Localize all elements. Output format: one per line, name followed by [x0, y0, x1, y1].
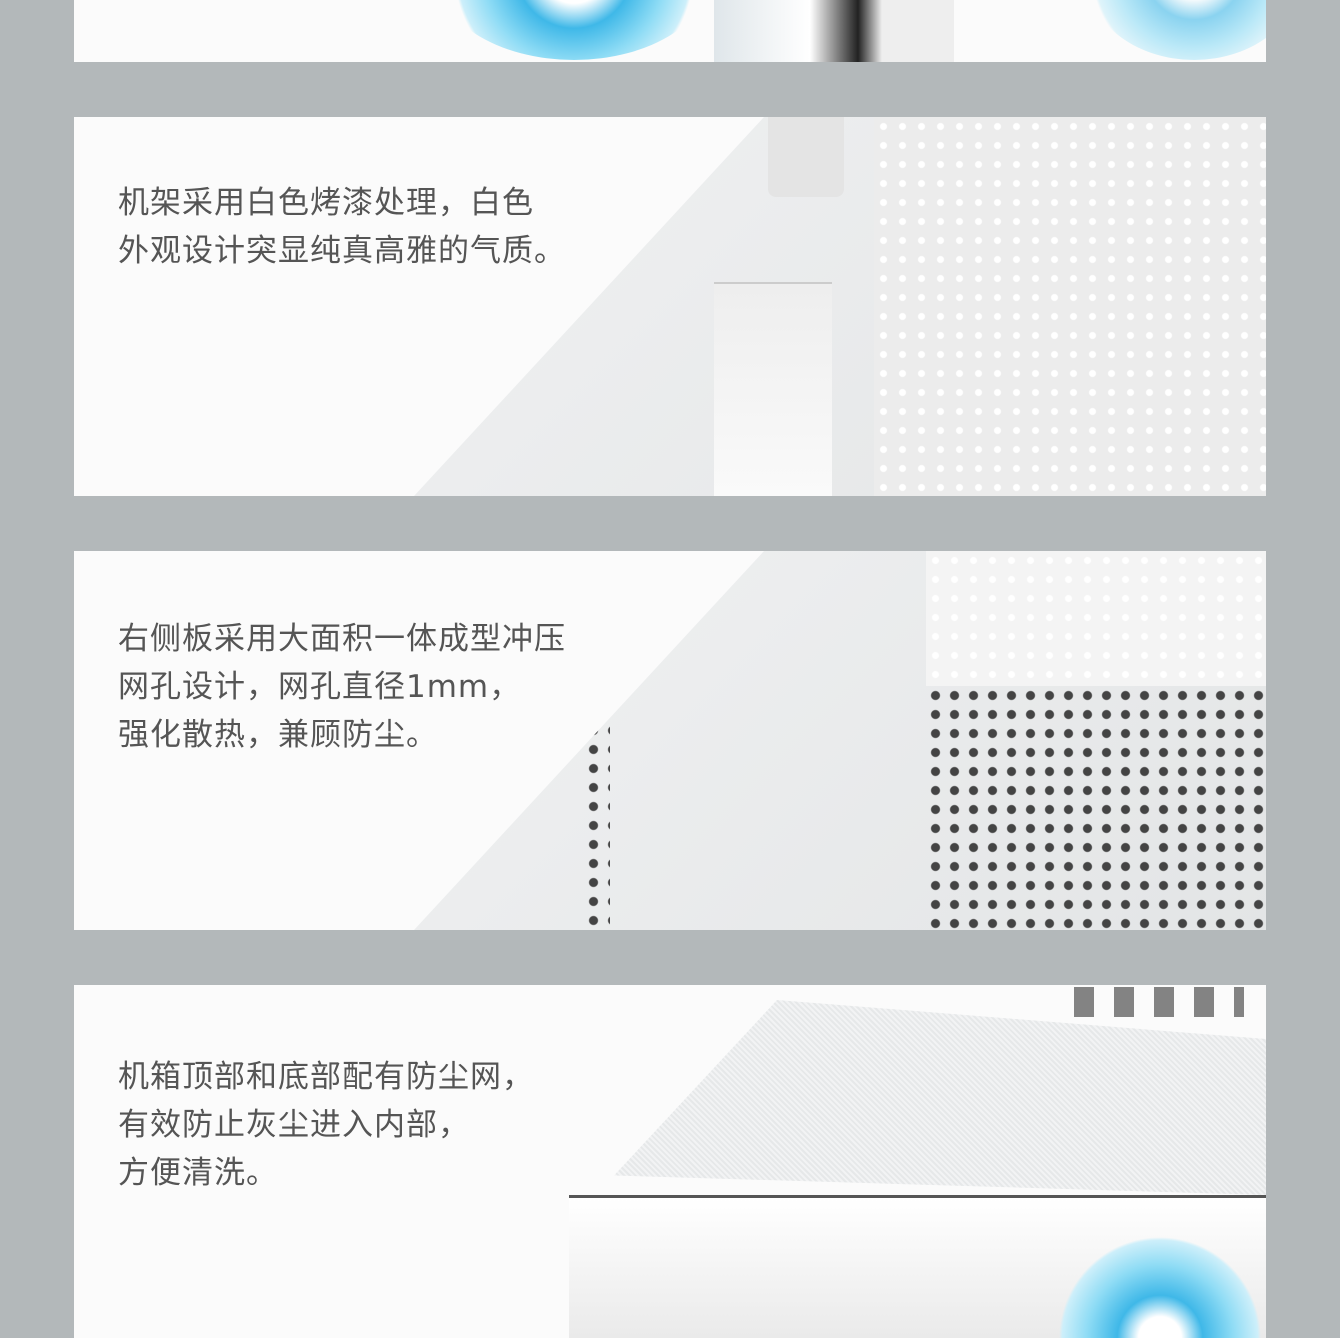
- frame-photo: [414, 117, 1266, 496]
- section-caption: 右侧板采用大面积一体成型冲压 网孔设计，网孔直径1mm， 强化散热，兼顾防尘。: [118, 615, 566, 759]
- product-panel-side-mesh: 右侧板采用大面积一体成型冲压 网孔设计，网孔直径1mm， 强化散热，兼顾防尘。: [74, 551, 1266, 930]
- caption-line: 机架采用白色烤漆处理，白色: [118, 185, 534, 221]
- caption-line: 外观设计突显纯真高雅的气质。: [118, 233, 566, 269]
- caption-line: 有效防止灰尘进入内部，: [118, 1107, 470, 1143]
- mesh-dark-main: [926, 686, 1266, 930]
- product-panel-fans: [74, 0, 1266, 62]
- product-panel-dust-filter: 机箱顶部和底部配有防尘网， 有效防止灰尘进入内部， 方便清洗。: [74, 985, 1266, 1338]
- mesh-panel: [874, 117, 1266, 496]
- rgb-fan-image: [434, 0, 714, 60]
- frame-slot: [768, 117, 844, 197]
- section-caption: 机箱顶部和底部配有防尘网， 有效防止灰尘进入内部， 方便清洗。: [118, 1053, 534, 1197]
- mesh-light-top: [926, 551, 1266, 686]
- caption-line: 机箱顶部和底部配有防尘网，: [118, 1059, 534, 1095]
- caption-line: 方便清洗。: [118, 1155, 278, 1191]
- caption-line: 强化散热，兼顾防尘。: [118, 717, 438, 753]
- product-panel-frame: 机架采用白色烤漆处理，白色 外观设计突显纯真高雅的气质。: [74, 117, 1266, 496]
- side-mesh-photo: [414, 551, 1266, 930]
- caption-line: 右侧板采用大面积一体成型冲压: [118, 621, 566, 657]
- chassis-detail-image: [714, 0, 954, 62]
- io-ports: [1074, 987, 1244, 1017]
- caption-line: 网孔设计，网孔直径1mm，: [118, 669, 522, 705]
- top-dust-filter-image: [614, 1000, 1266, 1195]
- section-caption: 机架采用白色烤漆处理，白色 外观设计突显纯真高雅的气质。: [118, 179, 566, 275]
- rgb-fan-image: [1054, 1228, 1266, 1338]
- rgb-fan-image-right: [1084, 0, 1266, 60]
- mesh-dark-left: [584, 721, 610, 930]
- frame-bracket: [714, 282, 832, 496]
